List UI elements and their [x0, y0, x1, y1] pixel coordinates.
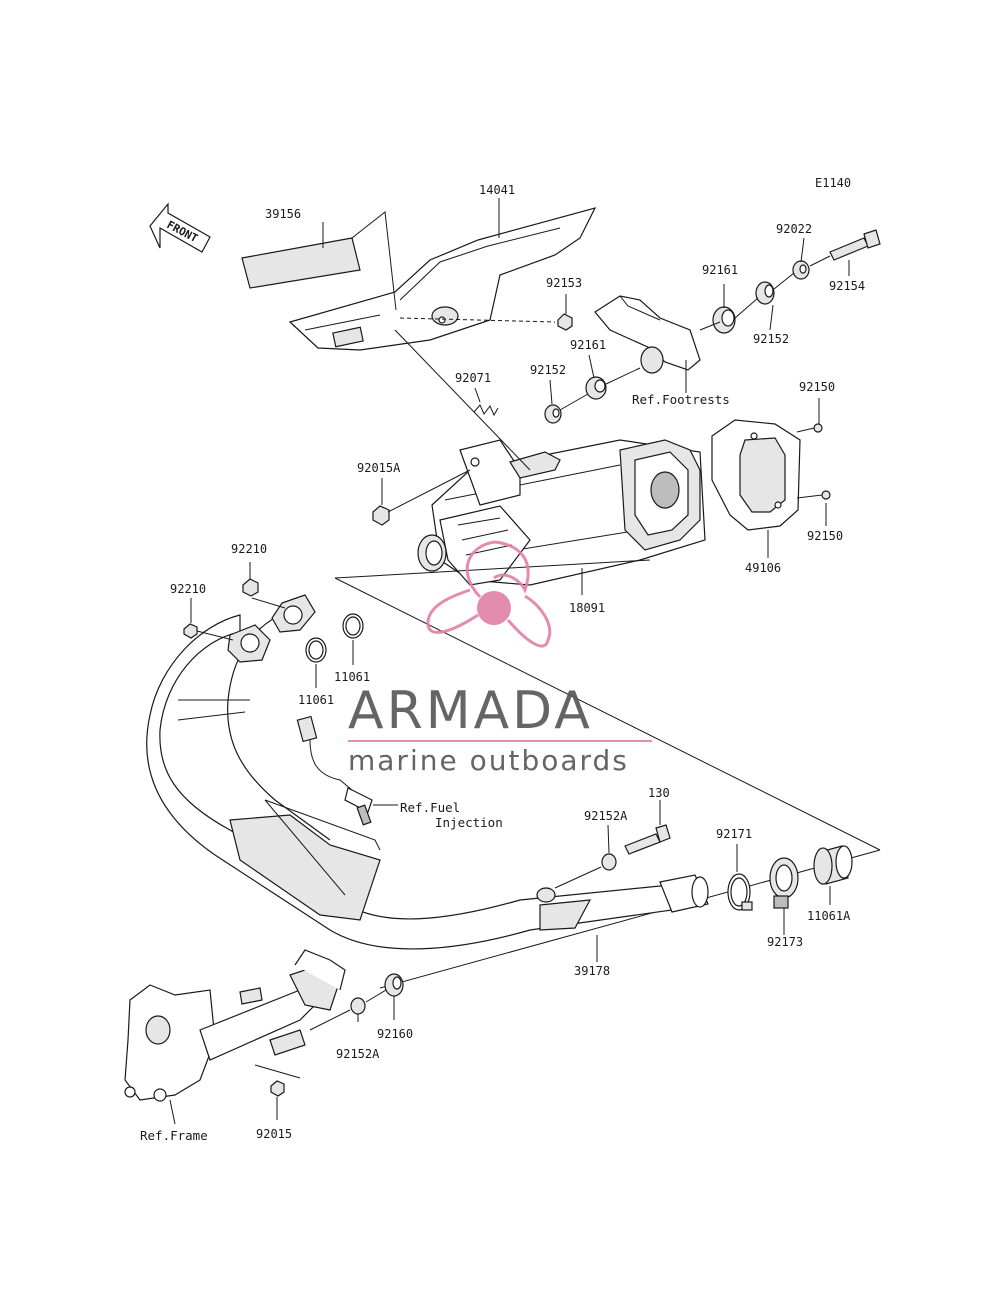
ref-footrests-label: Ref.Footrests [632, 392, 730, 407]
label-92210-upper: 92210 [231, 542, 267, 556]
front-arrow-icon: FRONT [149, 202, 211, 253]
label-14041: 14041 [479, 183, 515, 197]
muffler-part[interactable] [417, 439, 706, 586]
label-92150-top: 92150 [799, 380, 835, 394]
spring-92071-part[interactable] [473, 404, 499, 417]
washer-92022-part[interactable] [792, 260, 810, 280]
label-18091: 18091 [569, 601, 605, 615]
label-92071: 92071 [455, 371, 491, 385]
bolt-92150-top-part[interactable] [813, 423, 823, 433]
nut-92153-part[interactable] [557, 313, 573, 331]
label-39156: 39156 [265, 207, 301, 221]
label-92015: 92015 [256, 1127, 292, 1141]
brand-tagline: marine outboards [348, 744, 629, 777]
collar-92152-lower-part[interactable] [544, 404, 562, 424]
flange-lower-part[interactable] [227, 624, 271, 663]
label-130: 130 [648, 786, 670, 800]
label-92171: 92171 [716, 827, 752, 841]
label-92173: 92173 [767, 935, 803, 949]
oxygen-sensor-part[interactable] [296, 715, 373, 826]
bushing-92161-lower-part[interactable] [585, 376, 607, 400]
side-cover-part[interactable] [288, 207, 597, 351]
label-92210-left: 92210 [170, 582, 206, 596]
label-11061-right: 11061 [334, 670, 370, 684]
clamp-92173-part[interactable] [769, 857, 799, 909]
collar-92152A-upper-part[interactable] [601, 853, 617, 871]
exhaust-header-pipe-part[interactable] [146, 614, 709, 950]
nut-92210-left-part[interactable] [183, 623, 198, 639]
diagram-code: E1140 [815, 176, 851, 190]
label-92154: 92154 [829, 279, 865, 293]
collar-92152A-lower-part[interactable] [350, 997, 366, 1015]
ref-injection-label: Injection [435, 815, 503, 830]
bolt-92150-bottom-part[interactable] [821, 490, 831, 500]
label-92022: 92022 [776, 222, 812, 236]
clamp-92171-part[interactable] [727, 873, 753, 911]
label-92150-bottom: 92150 [807, 529, 843, 543]
label-92152A-lower: 92152A [336, 1047, 380, 1061]
label-92152A-upper: 92152A [584, 809, 628, 823]
brand-logo: ARMADA marine outboards [348, 540, 652, 777]
brand-name: ARMADA [348, 681, 593, 741]
label-92161-mid: 92161 [570, 338, 606, 352]
collar-92152-upper-part[interactable] [755, 281, 775, 305]
label-92160: 92160 [377, 1027, 413, 1041]
label-39178: 39178 [574, 964, 610, 978]
footrest-bracket[interactable] [594, 295, 701, 374]
nut-92015A-part[interactable] [372, 505, 390, 526]
nut-92015-part[interactable] [270, 1080, 285, 1097]
label-11061-left: 11061 [298, 693, 334, 707]
bushing-92161-upper-part[interactable] [712, 306, 736, 334]
bolt-130-part[interactable] [624, 824, 671, 855]
gasket-11061-left-part[interactable] [305, 637, 327, 663]
label-92152-right: 92152 [753, 332, 789, 346]
gasket-11061-right-part[interactable] [342, 613, 364, 639]
label-49106: 49106 [745, 561, 781, 575]
label-sticker-part[interactable] [241, 237, 361, 289]
frame-part[interactable] [124, 949, 346, 1102]
nut-92210-upper-part[interactable] [242, 578, 259, 597]
label-92152-mid: 92152 [530, 363, 566, 377]
gasket-11061A-part[interactable] [813, 845, 853, 885]
flange-upper-part[interactable] [271, 594, 316, 633]
label-92161-upper: 92161 [702, 263, 738, 277]
label-11061A: 11061A [807, 909, 851, 923]
muffler-end-cover-part[interactable] [711, 419, 801, 531]
ref-frame-label: Ref.Frame [140, 1128, 208, 1143]
bolt-92154-part[interactable] [829, 229, 881, 261]
label-92015A: 92015A [357, 461, 401, 475]
ref-fuel-label: Ref.Fuel [400, 800, 460, 815]
bushing-92160-part[interactable] [384, 973, 404, 997]
propeller-logo-icon [426, 540, 552, 648]
label-92153: 92153 [546, 276, 582, 290]
